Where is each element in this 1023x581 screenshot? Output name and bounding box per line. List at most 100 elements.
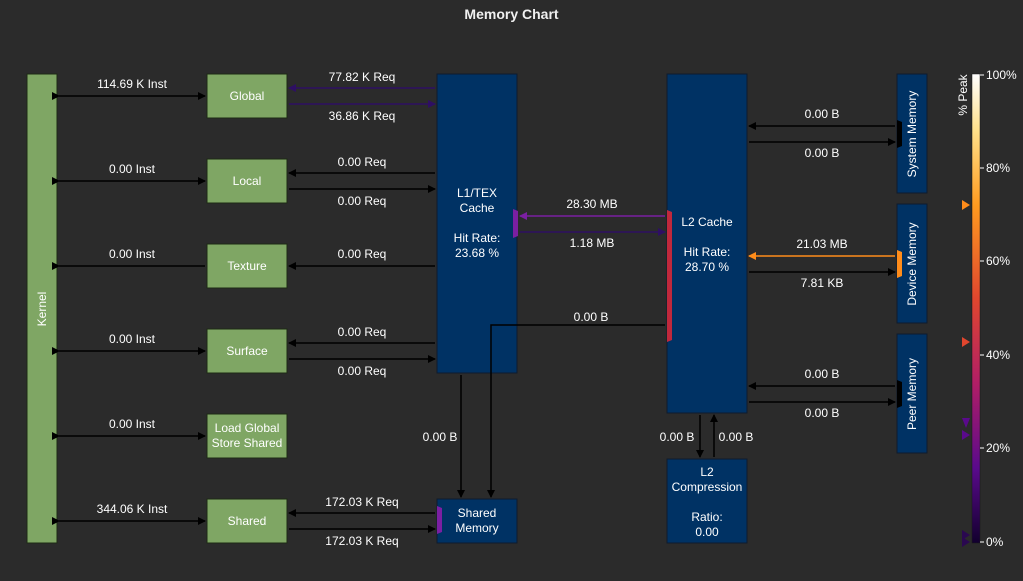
l2-cache[interactable]: L2 Cache Hit Rate: 28.70 % xyxy=(666,73,748,414)
peak-tick-60: 60% xyxy=(986,254,1010,268)
svg-text:Hit Rate:: Hit Rate: xyxy=(454,231,501,245)
kernel-local-label: 0.00 Inst xyxy=(109,162,156,176)
l2-l2c-link: 0.00 B 0.00 B xyxy=(660,414,754,458)
l2-device-link: 21.03 MB 7.81 KB xyxy=(748,237,896,290)
local-l1-link: 0.00 Req 0.00 Req xyxy=(288,155,436,208)
peak-tick-0: 0% xyxy=(986,535,1004,549)
svg-text:System Memory: System Memory xyxy=(905,91,919,178)
svg-text:Cache: Cache xyxy=(460,201,495,215)
peak-marker-dark-2 xyxy=(962,537,970,547)
kernel-ldgsts-label: 0.00 Inst xyxy=(109,417,156,431)
l2-peer-link: 0.00 B 0.00 B xyxy=(748,367,896,420)
svg-text:Ratio:: Ratio: xyxy=(691,510,722,524)
peak-color-bar xyxy=(971,73,981,544)
peak-marker-dark-1 xyxy=(962,530,970,540)
svg-text:Hit Rate:: Hit Rate: xyxy=(684,245,731,259)
l1-l2-read-label: 28.30 MB xyxy=(566,197,617,211)
peak-marker-red xyxy=(962,337,970,347)
svg-text:0.00: 0.00 xyxy=(695,525,719,539)
l2-dev-read-label: 21.03 MB xyxy=(796,237,847,251)
shared-sm-link: 172.03 K Req 172.03 K Req xyxy=(288,495,436,548)
peak-tick-20: 20% xyxy=(986,441,1010,455)
global-l1-write-label: 36.86 K Req xyxy=(329,109,396,123)
svg-text:Compression: Compression xyxy=(672,480,743,494)
svg-text:L1/TEX: L1/TEX xyxy=(457,186,497,200)
global-unit[interactable]: Global xyxy=(206,73,288,119)
chart-title: Memory Chart xyxy=(464,6,559,22)
l2-peer-read-label: 0.00 B xyxy=(805,367,840,381)
svg-text:Local: Local xyxy=(233,174,262,188)
l2-system-link: 0.00 B 0.00 B xyxy=(748,107,896,160)
l2-sys-read-label: 0.00 B xyxy=(805,107,840,121)
svg-text:Kernel: Kernel xyxy=(35,292,49,327)
l2-dev-write-label: 7.81 KB xyxy=(801,276,844,290)
svg-text:Device Memory: Device Memory xyxy=(905,222,919,305)
kernel-global-label: 114.69 K Inst xyxy=(97,77,167,91)
peak-marker-purple-1 xyxy=(962,418,970,428)
l2-sm-link: 0.00 B xyxy=(487,310,665,498)
peak-tick-80: 80% xyxy=(986,161,1010,175)
peer-memory[interactable]: Peer Memory xyxy=(896,333,928,454)
load-global-store-shared-unit[interactable]: Load Global Store Shared xyxy=(206,413,288,459)
svg-text:Texture: Texture xyxy=(227,259,267,273)
l2-peer-write-label: 0.00 B xyxy=(805,406,840,420)
surface-l1-write-label: 0.00 Req xyxy=(338,364,387,378)
kernel-surface-link: 0.00 Inst xyxy=(52,332,206,355)
l1-l2-write-label: 1.18 MB xyxy=(570,236,615,250)
svg-text:Memory: Memory xyxy=(455,521,498,535)
kernel-texture-link: 0.00 Inst xyxy=(52,247,205,270)
svg-text:28.70 %: 28.70 % xyxy=(685,260,729,274)
kernel-unit[interactable]: Kernel xyxy=(26,73,58,544)
peak-ticks xyxy=(980,74,984,543)
system-memory-port-marker xyxy=(897,120,902,148)
l2-port-marker xyxy=(667,210,672,342)
svg-text:L2: L2 xyxy=(700,465,714,479)
l1-sm-link: 0.00 B xyxy=(423,375,465,498)
kernel-global-link: 114.69 K Inst xyxy=(52,77,206,100)
l2-sm-label: 0.00 B xyxy=(574,310,609,324)
l2-sys-write-label: 0.00 B xyxy=(805,146,840,160)
peak-marker-purple-2 xyxy=(962,430,970,440)
shared-memory-port-marker xyxy=(437,506,442,534)
l1-port-marker xyxy=(513,209,518,238)
device-memory-port-marker xyxy=(897,250,902,278)
svg-text:23.68 %: 23.68 % xyxy=(455,246,499,260)
surface-l1-read-label: 0.00 Req xyxy=(338,325,387,339)
kernel-local-link: 0.00 Inst xyxy=(52,162,206,185)
svg-text:Peer Memory: Peer Memory xyxy=(905,358,919,430)
surface-unit[interactable]: Surface xyxy=(206,328,288,374)
peer-memory-port-marker xyxy=(897,380,902,408)
local-unit[interactable]: Local xyxy=(206,158,288,204)
svg-text:Load Global: Load Global xyxy=(215,421,280,435)
shared-unit[interactable]: Shared xyxy=(206,498,288,544)
surface-l1-link: 0.00 Req 0.00 Req xyxy=(288,325,436,378)
l1-tex-cache[interactable]: L1/TEX Cache Hit Rate: 23.68 % xyxy=(436,73,518,374)
texture-l1-link: 0.00 Req xyxy=(288,247,435,270)
peak-legend: % Peak 100% 80% 60% 40% 20% 0% xyxy=(956,68,1017,549)
l1-l2-link: 28.30 MB 1.18 MB xyxy=(519,197,666,250)
svg-text:L2 Cache: L2 Cache xyxy=(681,215,733,229)
l2-compression[interactable]: L2 Compression Ratio: 0.00 xyxy=(666,458,748,544)
kernel-texture-label: 0.00 Inst xyxy=(109,247,156,261)
peak-marker-orange xyxy=(962,200,970,210)
svg-text:Store Shared: Store Shared xyxy=(212,436,283,450)
l1-sm-label: 0.00 B xyxy=(423,430,458,444)
kernel-shared-link: 344.06 K Inst xyxy=(52,502,206,525)
svg-text:Surface: Surface xyxy=(226,344,268,358)
svg-text:Shared: Shared xyxy=(458,506,497,520)
shared-memory[interactable]: Shared Memory xyxy=(436,498,518,544)
peak-tick-100: 100% xyxy=(986,68,1017,82)
local-l1-read-label: 0.00 Req xyxy=(338,155,387,169)
kernel-shared-label: 344.06 K Inst xyxy=(97,502,168,516)
l2-l2c-down-label: 0.00 B xyxy=(660,430,695,444)
texture-unit[interactable]: Texture xyxy=(206,243,288,289)
peak-axis-label: % Peak xyxy=(956,73,970,115)
svg-text:Shared: Shared xyxy=(228,514,267,528)
l2-l2c-up-label: 0.00 B xyxy=(719,430,754,444)
shared-sm-write-label: 172.03 K Req xyxy=(325,534,398,548)
kernel-surface-label: 0.00 Inst xyxy=(109,332,156,346)
peak-tick-40: 40% xyxy=(986,348,1010,362)
svg-text:Global: Global xyxy=(230,89,265,103)
global-l1-read-label: 77.82 K Req xyxy=(329,70,396,84)
